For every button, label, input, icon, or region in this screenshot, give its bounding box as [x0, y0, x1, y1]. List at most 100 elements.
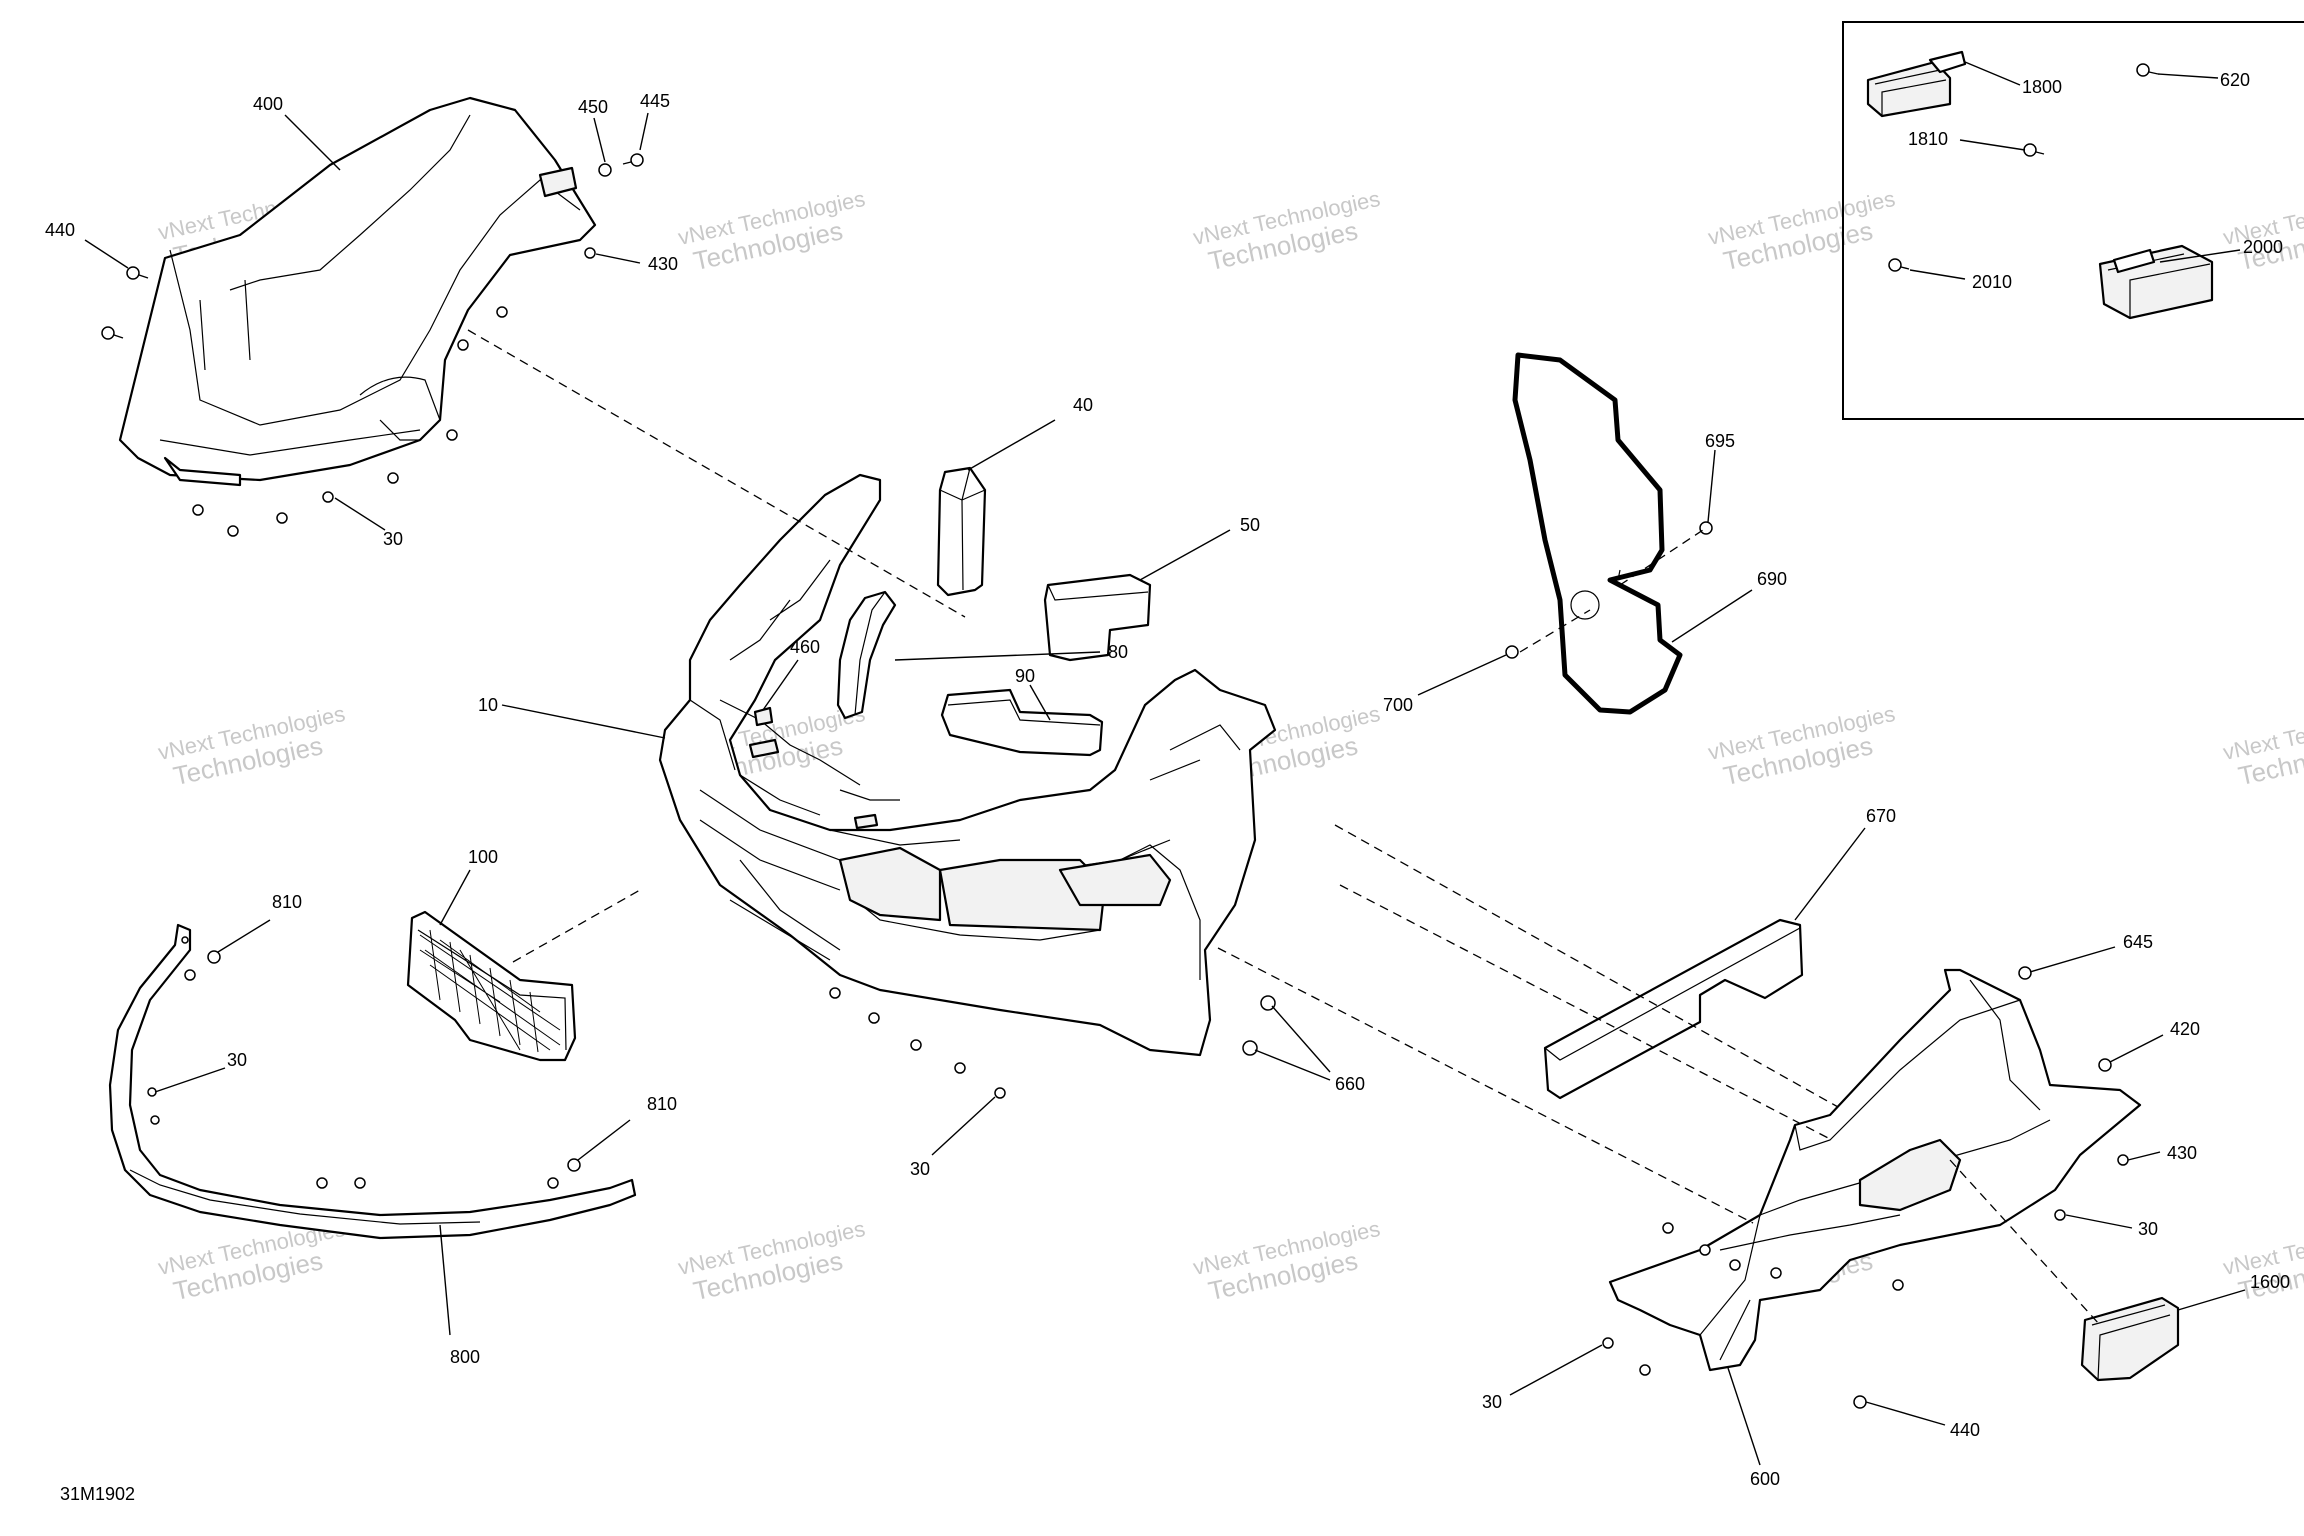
- clip[interactable]: [192, 504, 204, 516]
- callout-620[interactable]: 620: [2220, 70, 2250, 90]
- callout-2000[interactable]: 2000: [2243, 237, 2283, 257]
- callout-810-top[interactable]: 810: [272, 892, 302, 912]
- clip[interactable]: [227, 525, 239, 537]
- part-690[interactable]: [1512, 352, 1683, 715]
- callout-1600[interactable]: 1600: [2250, 1272, 2290, 1292]
- part-800[interactable]: [108, 923, 637, 1240]
- diagram-code: 31M1902: [60, 1484, 135, 1504]
- part-10[interactable]: [658, 473, 1277, 1057]
- callout-30-left[interactable]: 30: [227, 1050, 247, 1070]
- clip[interactable]: [1892, 1279, 1904, 1291]
- callout-30-bottom[interactable]: 30: [1482, 1392, 1502, 1412]
- screw-810a[interactable]: [207, 950, 221, 964]
- part-400[interactable]: [118, 96, 597, 487]
- clip[interactable]: [496, 306, 508, 318]
- screw-620[interactable]: [2136, 63, 2159, 77]
- clip[interactable]: [954, 1062, 966, 1074]
- washer-430a[interactable]: [584, 247, 596, 259]
- callout-690[interactable]: 690: [1757, 569, 1787, 589]
- callout-50[interactable]: 50: [1240, 515, 1260, 535]
- clip[interactable]: [829, 987, 841, 999]
- callout-645[interactable]: 645: [2123, 932, 2153, 952]
- clip[interactable]: [387, 472, 399, 484]
- clip[interactable]: [910, 1039, 922, 1051]
- clip[interactable]: [322, 491, 334, 503]
- callout-30-center[interactable]: 30: [910, 1159, 930, 1179]
- callout-400[interactable]: 400: [253, 94, 283, 114]
- callout-1800[interactable]: 1800: [2022, 77, 2062, 97]
- callout-40[interactable]: 40: [1073, 395, 1093, 415]
- nut-660b[interactable]: [1242, 1040, 1258, 1056]
- callout-445[interactable]: 445: [640, 91, 670, 111]
- part-100[interactable]: [406, 910, 577, 1062]
- screw-810b[interactable]: [567, 1158, 581, 1172]
- callout-695[interactable]: 695: [1705, 431, 1735, 451]
- clip[interactable]: [184, 969, 196, 981]
- clip-460[interactable]: [753, 706, 774, 727]
- clip[interactable]: [276, 512, 288, 524]
- clip[interactable]: [316, 1177, 328, 1189]
- clip[interactable]: [2054, 1209, 2066, 1221]
- screw-420[interactable]: [2098, 1058, 2112, 1072]
- part-1600[interactable]: [2080, 1296, 2180, 1382]
- callout-30-right[interactable]: 30: [2138, 1219, 2158, 1239]
- callout-labels: 400 450 445 440 430 30 40 50 80 90 460 1…: [45, 70, 2290, 1489]
- clip[interactable]: [1602, 1337, 1614, 1349]
- foam-40[interactable]: [936, 466, 987, 597]
- callout-440-bottom[interactable]: 440: [1950, 1420, 1980, 1440]
- screw-440c[interactable]: [101, 326, 124, 340]
- callout-800[interactable]: 800: [450, 1347, 480, 1367]
- foam-80[interactable]: [836, 590, 897, 720]
- clip[interactable]: [1770, 1267, 1782, 1279]
- screw-440a[interactable]: [126, 266, 149, 280]
- leader-lines: [84, 61, 2246, 1466]
- clip[interactable]: [1729, 1259, 1741, 1271]
- foam-50[interactable]: [1043, 573, 1152, 662]
- clip[interactable]: [354, 1177, 366, 1189]
- nut-660a[interactable]: [1260, 995, 1276, 1011]
- callout-600[interactable]: 600: [1750, 1469, 1780, 1489]
- screw-440b[interactable]: [1853, 1395, 1867, 1409]
- part-2000[interactable]: [2098, 244, 2214, 320]
- foam-90[interactable]: [940, 688, 1104, 757]
- clip[interactable]: [446, 429, 458, 441]
- assembly-lines: [467, 329, 2101, 1326]
- clip[interactable]: [1662, 1222, 1674, 1234]
- callout-460[interactable]: 460: [790, 637, 820, 657]
- screw-2010[interactable]: [1888, 258, 1910, 272]
- clip[interactable]: [147, 1087, 157, 1097]
- callout-440-top[interactable]: 440: [45, 220, 75, 240]
- callout-430-top[interactable]: 430: [648, 254, 678, 274]
- clip[interactable]: [457, 339, 469, 351]
- screw-445[interactable]: [622, 153, 644, 167]
- clip[interactable]: [547, 1177, 559, 1189]
- callout-80[interactable]: 80: [1108, 642, 1128, 662]
- callout-2010[interactable]: 2010: [1972, 272, 2012, 292]
- callout-450[interactable]: 450: [578, 97, 608, 117]
- clip[interactable]: [994, 1087, 1006, 1099]
- screw-695[interactable]: [1699, 521, 1713, 535]
- callout-420[interactable]: 420: [2170, 1019, 2200, 1039]
- clip[interactable]: [1639, 1364, 1651, 1376]
- callout-810-bottom[interactable]: 810: [647, 1094, 677, 1114]
- callout-90[interactable]: 90: [1015, 666, 1035, 686]
- callout-30-top-left[interactable]: 30: [383, 529, 403, 549]
- callout-430-bottom[interactable]: 430: [2167, 1143, 2197, 1163]
- callout-660[interactable]: 660: [1335, 1074, 1365, 1094]
- clip[interactable]: [868, 1012, 880, 1024]
- screw-645[interactable]: [2018, 966, 2032, 980]
- part-1800[interactable]: [1866, 50, 1967, 118]
- callout-100[interactable]: 100: [468, 847, 498, 867]
- callout-670[interactable]: 670: [1866, 806, 1896, 826]
- part-670[interactable]: [1543, 918, 1804, 1100]
- clip[interactable]: [150, 1115, 160, 1125]
- washer-700[interactable]: [1505, 645, 1519, 659]
- clip[interactable]: [1699, 1244, 1711, 1256]
- screw-1810[interactable]: [2023, 143, 2045, 157]
- nut-450[interactable]: [598, 163, 612, 177]
- callout-700[interactable]: 700: [1383, 695, 1413, 715]
- washer-430b[interactable]: [2117, 1154, 2129, 1166]
- part-600[interactable]: [1608, 968, 2142, 1372]
- callout-10[interactable]: 10: [478, 695, 498, 715]
- callout-1810[interactable]: 1810: [1908, 129, 1948, 149]
